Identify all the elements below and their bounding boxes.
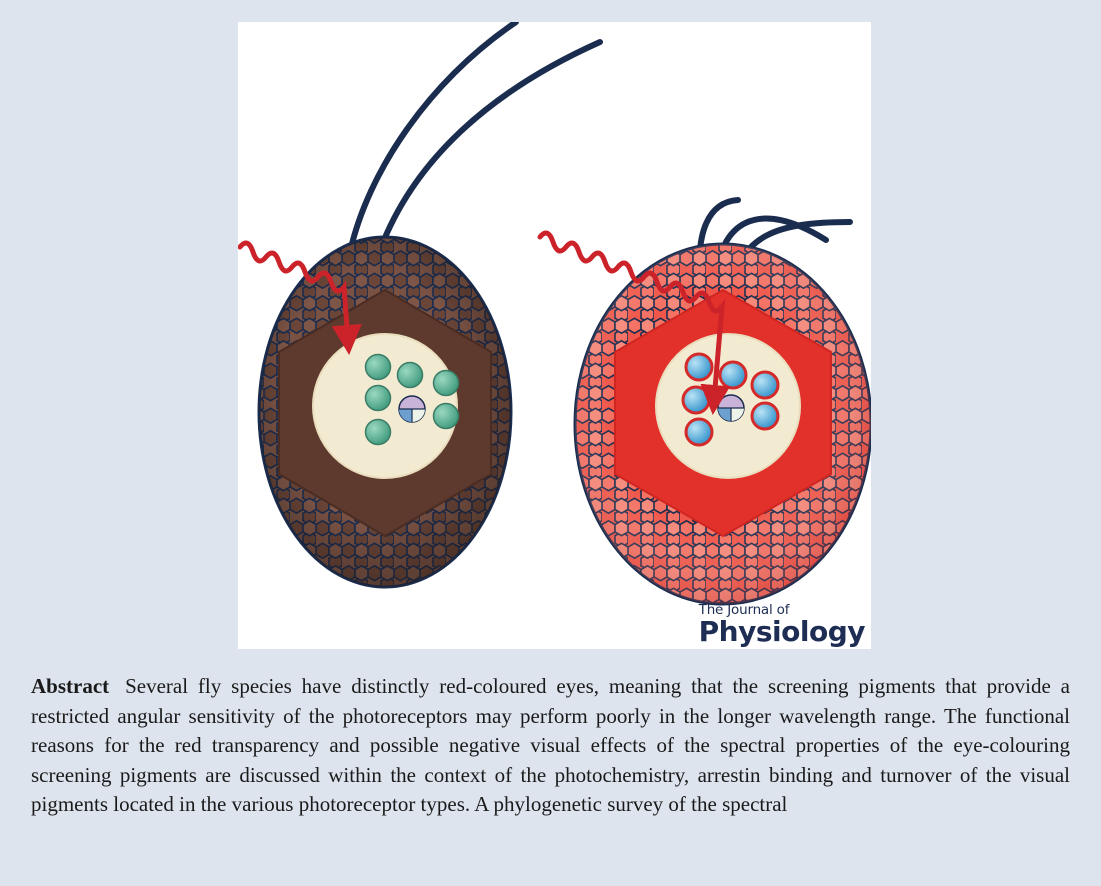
- fly-eye-illustration: [238, 22, 871, 649]
- abstract-paragraph: Abstract Several fly species have distin…: [31, 672, 1070, 820]
- red-eye: [540, 233, 871, 604]
- central-photoreceptor: [399, 396, 425, 422]
- graphical-abstract-figure: The Journal of Physiology: [238, 22, 871, 649]
- central-photoreceptor: [718, 395, 744, 421]
- abstract-text: Several fly species have distinctly red-…: [31, 674, 1070, 816]
- journal-logo-line2: Physiology: [699, 617, 865, 647]
- antenna-line: [380, 42, 600, 250]
- abstract-label: Abstract: [31, 674, 109, 698]
- brown-eye: [240, 237, 511, 587]
- journal-logo: The Journal of Physiology: [699, 603, 865, 647]
- antenna-line: [350, 22, 516, 252]
